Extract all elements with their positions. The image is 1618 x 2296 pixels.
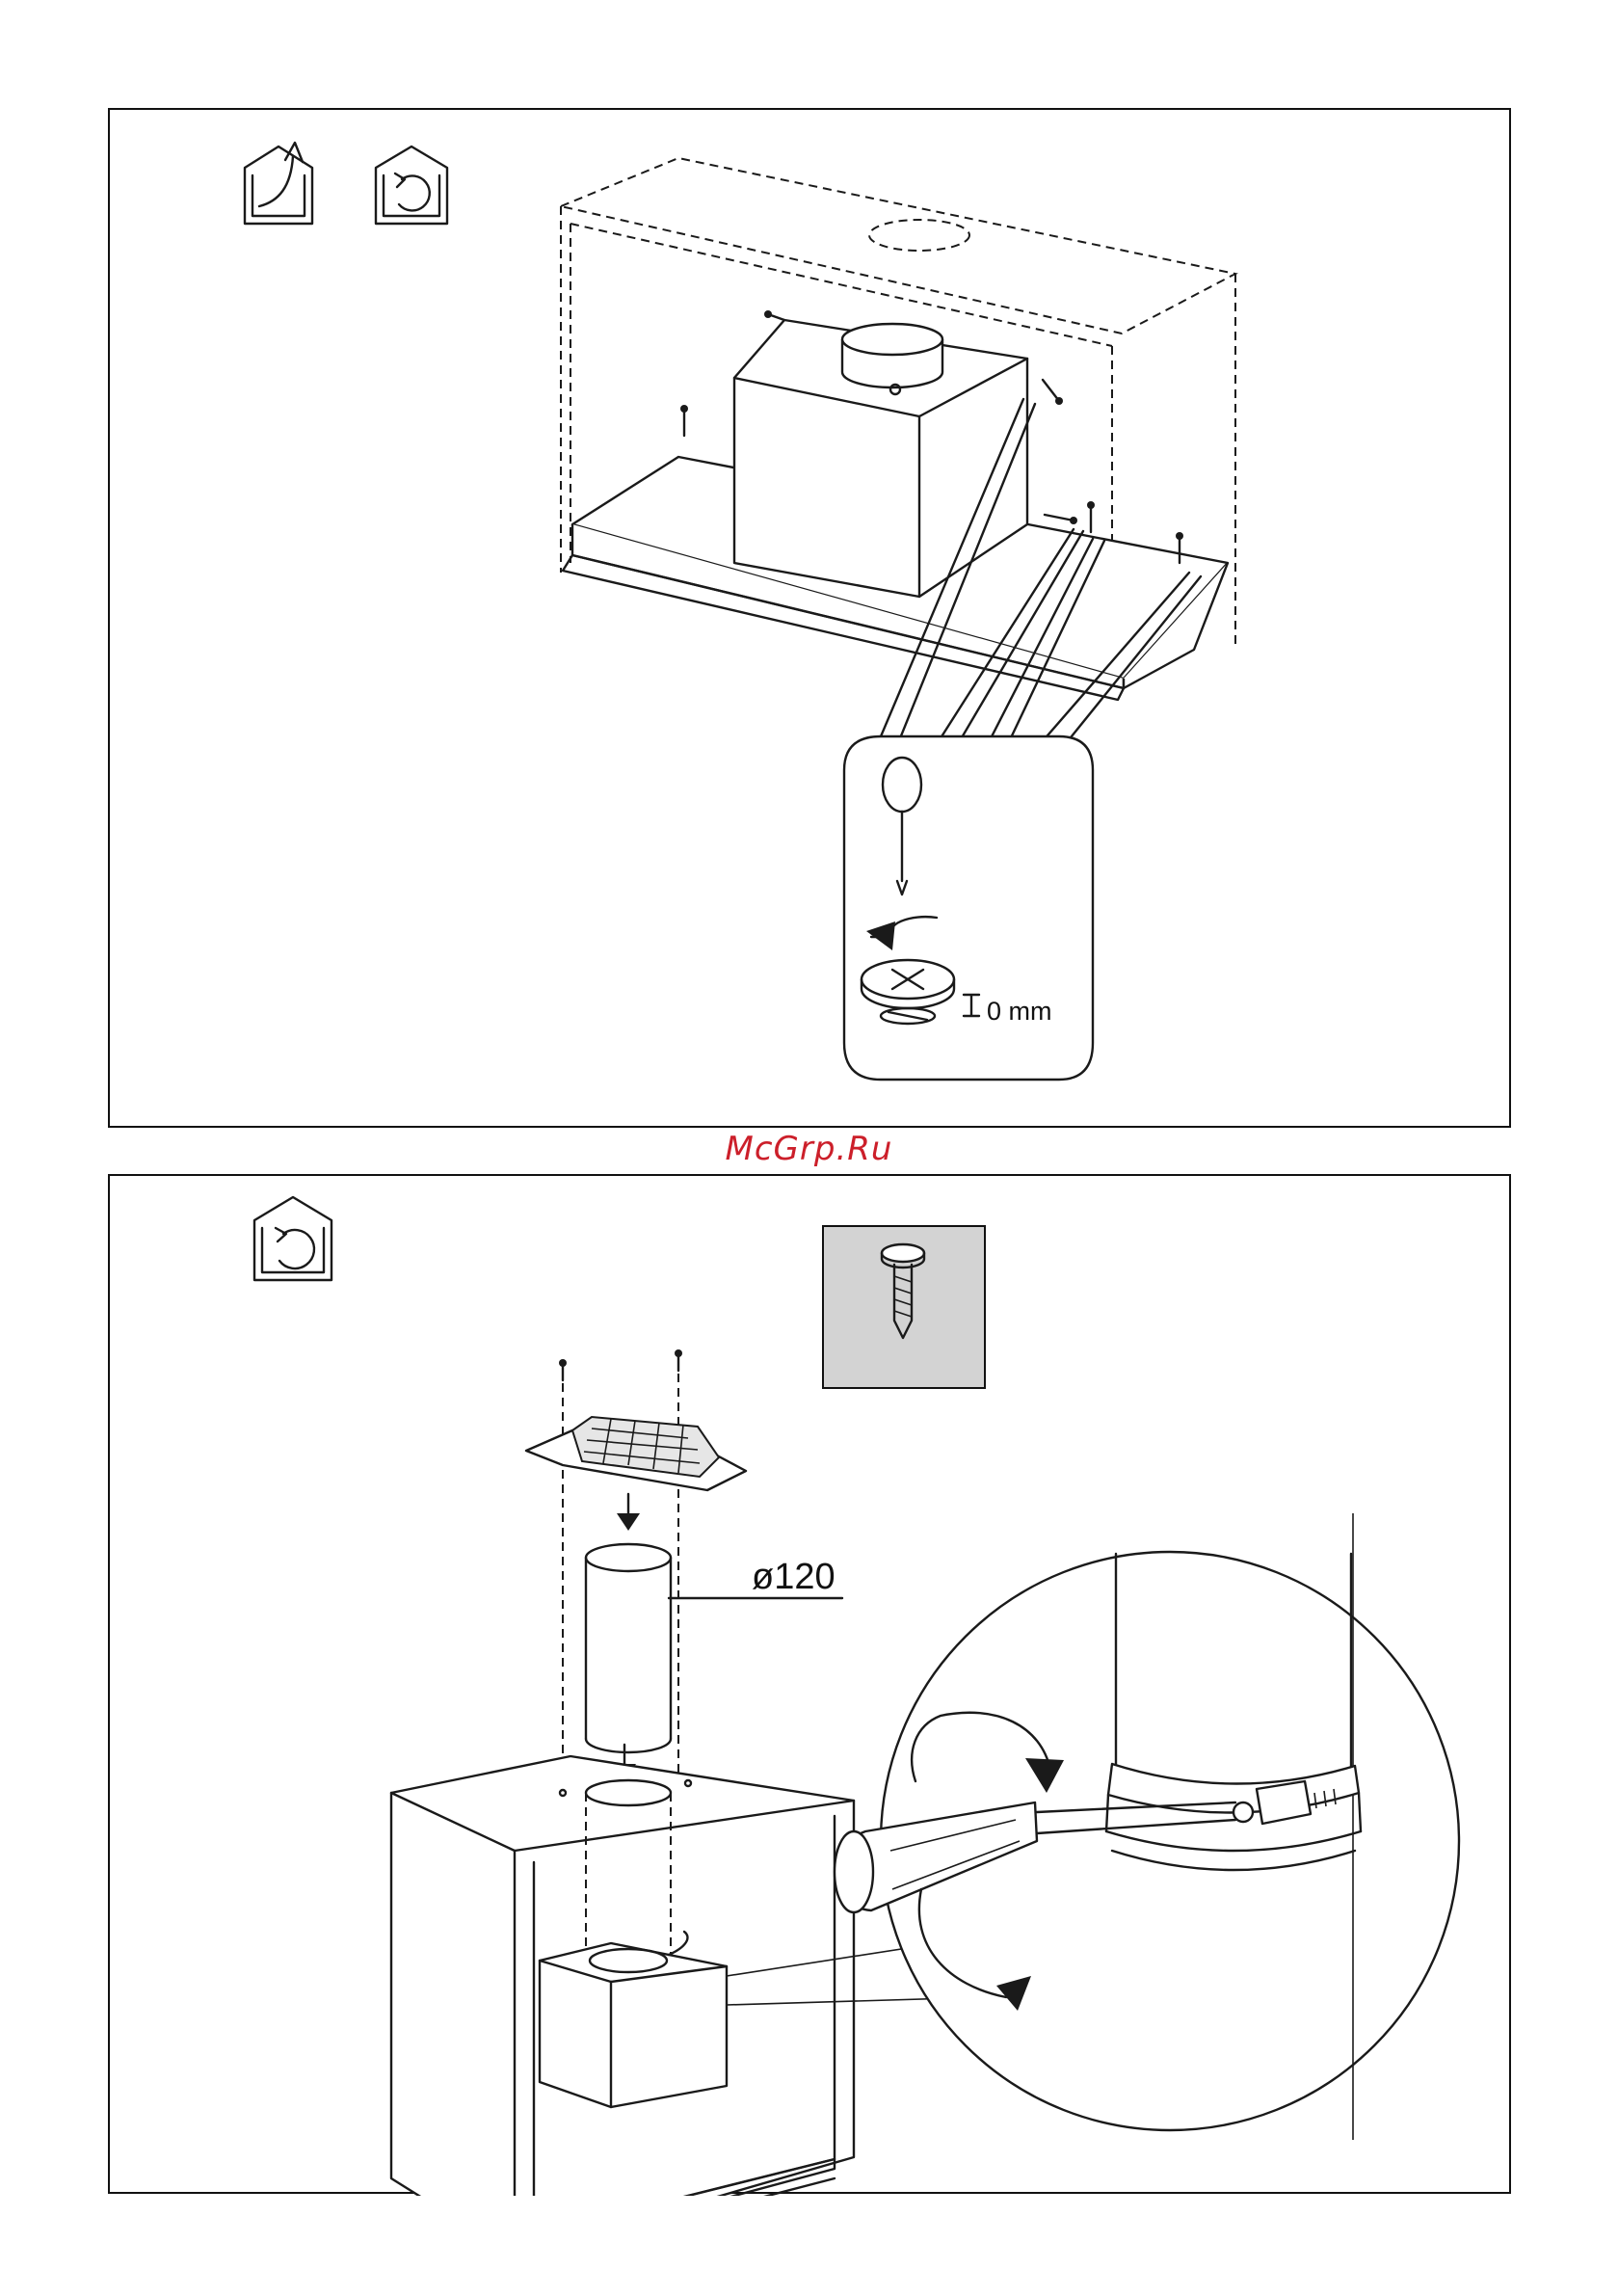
ducted-extraction-house-icon [245,143,312,224]
installation-step-panel-bottom: ø120 [108,1174,1511,2194]
watermark-text: McGrp.Ru [726,1130,893,1168]
zero-mm-dimension-label: 0 mm [987,997,1052,1026]
screwdriver-detail-callout: 0 mm [844,736,1093,1080]
recirculation-house-icon [376,147,447,224]
watermark: McGrp.Ru [0,1130,1618,1168]
installation-step-panel-top: 0 mm [108,108,1511,1128]
diameter-label: ø120 [752,1557,836,1597]
screw-icon [823,1226,985,1388]
filter-and-duct-illustration: ø120 [110,1176,1513,2196]
insert-arrow-down [617,1494,640,1531]
carbon-filter [526,1417,746,1490]
hose-clamp-detail [835,1513,1459,2140]
duct-pipe: ø120 [586,1544,842,1752]
recirculation-house-icon [254,1197,332,1280]
wall-cabinet [391,1756,854,2196]
hood-mounting-illustration: 0 mm [110,110,1513,1130]
